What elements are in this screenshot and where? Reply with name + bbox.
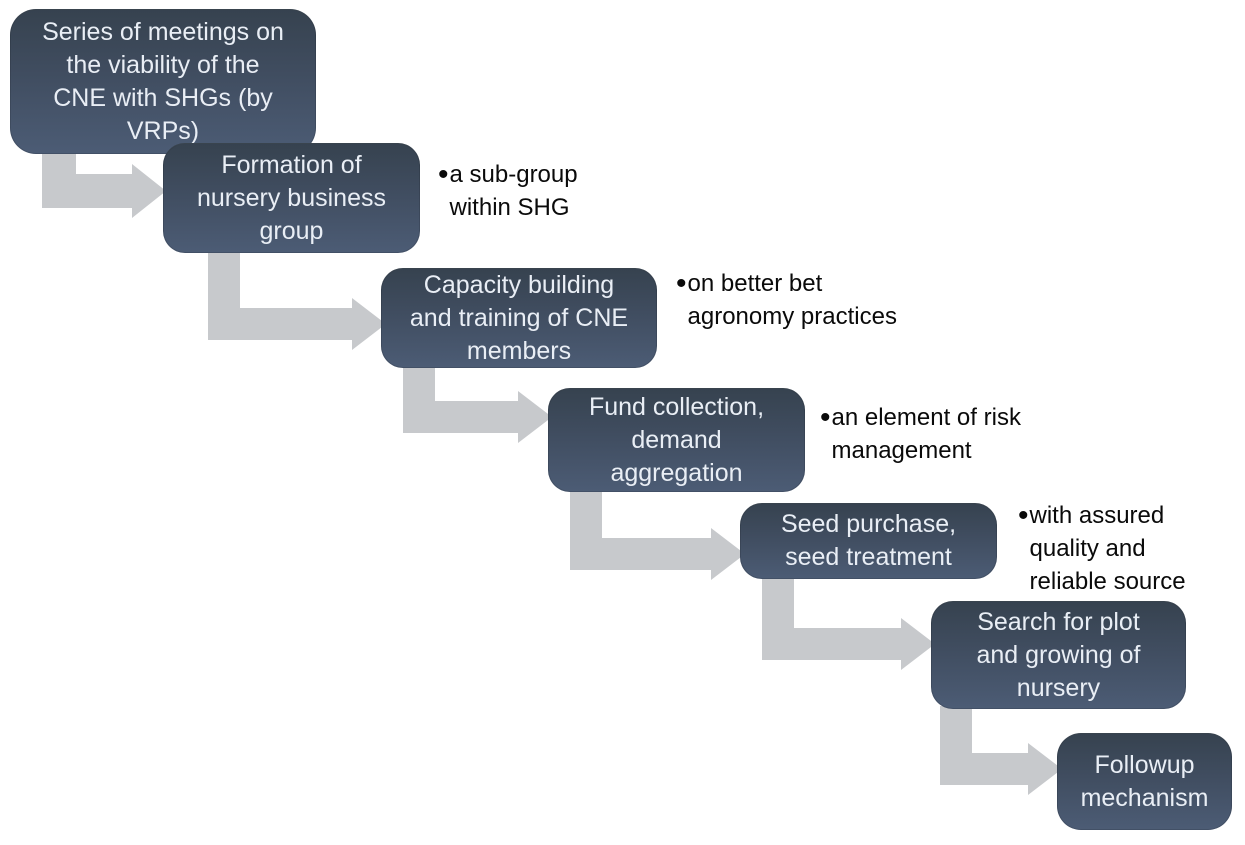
bullet-icon: •	[1018, 499, 1029, 532]
note-1: • a sub-group within SHG	[438, 158, 578, 224]
step-box-4: Fund collection, demand aggregation	[548, 388, 805, 492]
note-3: • an element of risk management	[820, 401, 1021, 467]
step-box-2: Formation of nursery business group	[163, 143, 420, 253]
connector-arrow-4	[570, 489, 745, 580]
connector-arrow-1	[42, 150, 166, 218]
step-box-5: Seed purchase, seed treatment	[740, 503, 997, 579]
bullet-icon: •	[820, 401, 831, 434]
connector-arrow-5	[762, 576, 935, 670]
step-box-3: Capacity building and training of CNE me…	[381, 268, 657, 368]
note-text: with assured quality and reliable source	[1029, 502, 1186, 595]
note-text: a sub-group within SHG	[449, 161, 578, 221]
step-box-6: Search for plot and growing of nursery	[931, 601, 1186, 709]
note-text: on better bet agronomy practices	[687, 270, 897, 330]
note-text: an element of risk management	[831, 404, 1021, 464]
bullet-icon: •	[676, 267, 687, 300]
note-4: • with assured quality and reliable sour…	[1018, 499, 1186, 598]
bullet-icon: •	[438, 158, 449, 191]
step-box-7: Followup mechanism	[1057, 733, 1232, 830]
connector-arrow-6	[940, 706, 1062, 795]
step-box-1: Series of meetings on the viability of t…	[10, 9, 316, 154]
connector-arrow-2	[208, 250, 386, 350]
connector-arrow-3	[403, 364, 552, 443]
note-2: • on better bet agronomy practices	[676, 267, 897, 333]
